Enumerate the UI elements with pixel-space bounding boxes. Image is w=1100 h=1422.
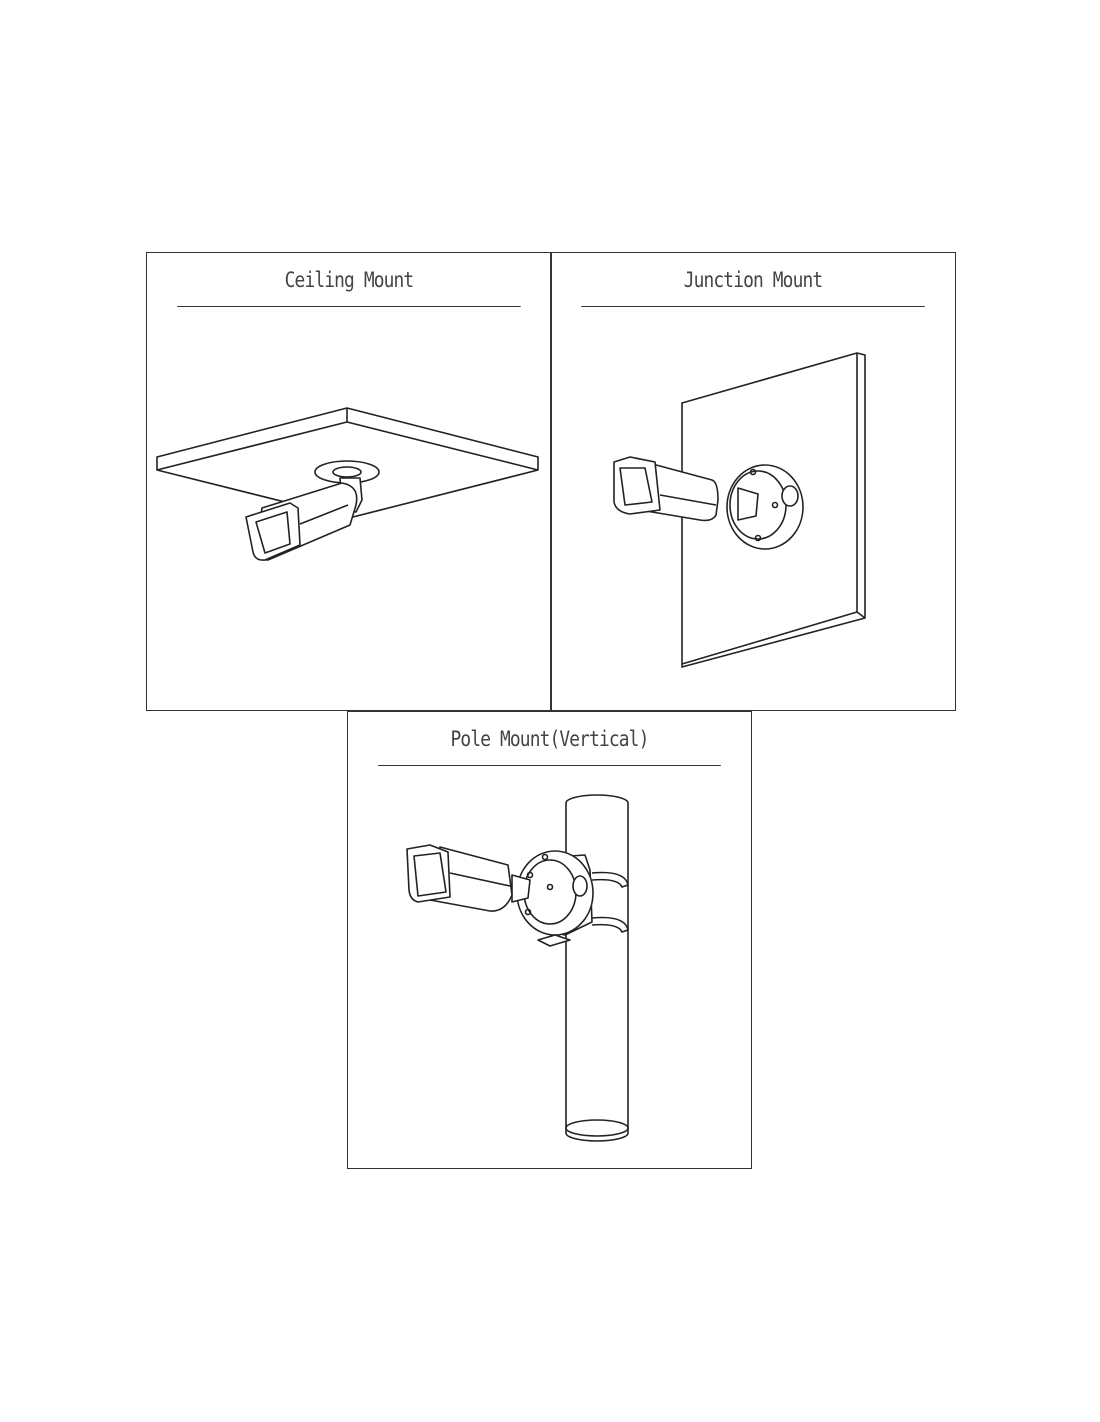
- panel-pole-mount: Pole Mount(Vertical): [347, 711, 752, 1169]
- panel-title: Junction Mount: [581, 253, 925, 307]
- panel-junction-mount: Junction Mount: [550, 252, 956, 711]
- junction-camera-illustration: [613, 456, 804, 550]
- panel-ceiling-mount: Ceiling Mount: [146, 252, 552, 711]
- ceiling-camera-illustration: [245, 460, 380, 561]
- pole-illustration: [565, 794, 629, 1142]
- panel-title: Ceiling Mount: [177, 253, 521, 307]
- pole-camera-illustration: [406, 844, 594, 947]
- panel-title: Pole Mount(Vertical): [378, 712, 721, 766]
